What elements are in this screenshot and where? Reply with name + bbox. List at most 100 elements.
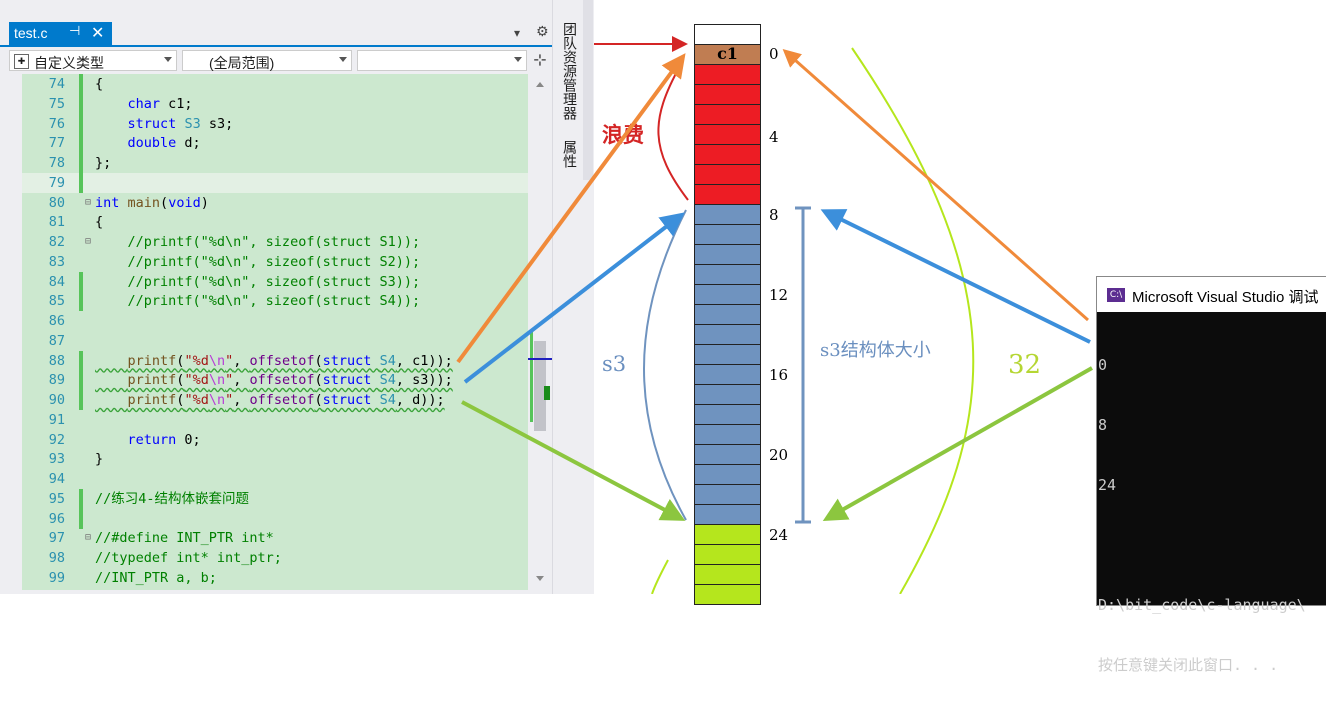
memory-cell-d [694,544,761,565]
change-marker [79,74,83,94]
offset-label: 12 [769,286,789,304]
offset-label: 24 [769,526,789,544]
line-number: 90 [48,392,65,408]
code-line[interactable]: 86 [22,311,528,331]
code-text: //printf("%d\n", sizeof(struct S1)); [95,234,421,250]
code-line[interactable]: 79 [22,172,528,193]
debug-console-window[interactable]: C:\ Microsoft Visual Studio 调试 0 8 24 D:… [1096,276,1326,674]
fold-icon[interactable]: ⊟ [85,236,92,247]
code-text: printf("%d\n", offsetof(struct S4, c1)); [127,352,453,369]
line-number: 81 [48,214,65,231]
fold-icon[interactable]: ⊟ [85,196,92,208]
caret-marker [528,358,552,360]
change-marker [79,331,83,351]
code-text: int main(void) [95,194,209,211]
code-line[interactable]: 80⊟int main(void) [22,193,528,213]
code-text: struct S3 s3; [127,115,234,132]
memory-cell-padding [694,104,761,125]
code-line[interactable]: 82⊟ //printf("%d\n", sizeof(struct S1)); [22,232,528,252]
memory-cell-empty [694,24,761,45]
code-line[interactable]: 94 [22,469,528,489]
s3-size-label: s3结构体大小 [820,340,931,361]
code-area[interactable]: 74{75 char c1;76 struct S3 s3;77 double … [22,74,528,590]
gear-icon[interactable]: ⚙ [536,24,549,40]
type-dropdown[interactable]: ✚ 自定义类型 [9,50,177,71]
memory-cell-padding [694,164,761,185]
code-editor: test.c ⊣ ✕ ▾ ⚙ ✚ 自定义类型 (全局范围) ⊹ 74{75 ch… [0,0,594,594]
change-marker [79,488,83,509]
memory-cell-padding [694,84,761,105]
code-line[interactable]: 95//练习4-结构体嵌套问题 [22,488,528,509]
code-text: //#define INT_PTR int* [95,530,274,547]
tab-filename: test.c [14,25,48,41]
memory-cell-d [694,564,761,585]
code-line[interactable]: 75 char c1; [22,93,528,114]
total-size-label: 32 [1008,350,1042,380]
tab-bar: test.c ⊣ ✕ ▾ ⚙ [0,0,560,47]
member-dropdown[interactable] [357,50,527,71]
code-text: double d; [127,135,201,152]
code-line[interactable]: 91 [22,410,528,430]
memory-cell-padding [694,144,761,165]
tab-list-dropdown-icon[interactable]: ▾ [514,26,521,40]
code-line[interactable]: 87 [22,331,528,351]
code-line[interactable]: 97⊟//#define INT_PTR int* [22,528,528,548]
scroll-down-icon[interactable] [536,576,544,581]
code-line[interactable]: 76 struct S3 s3; [22,113,528,134]
tab-team-explorer[interactable]: 团队资源管理器 [561,22,577,120]
line-number: 88 [48,352,65,369]
code-line[interactable]: 88 printf("%d\n", offsetof(struct S4, c1… [22,350,528,371]
code-line[interactable]: 77 double d; [22,133,528,154]
close-icon[interactable]: ✕ [91,23,105,42]
code-line[interactable]: 74{ [22,74,528,94]
code-line[interactable]: 78}; [22,153,528,173]
memory-cell-s3 [694,284,761,305]
scroll-up-icon[interactable] [536,82,544,87]
code-line[interactable]: 81{ [22,212,528,232]
line-number: 74 [48,76,65,92]
code-text: //printf("%d\n", sizeof(struct S2)); [95,253,421,270]
code-line[interactable]: 92 return 0; [22,430,528,450]
code-line[interactable]: 83 //printf("%d\n", sizeof(struct S2)); [22,252,528,272]
line-number: 87 [48,332,65,349]
code-line[interactable]: 98//typedef int* int_ptr; [22,548,528,568]
change-marker [79,93,83,114]
code-text: //练习4-结构体嵌套问题 [95,490,250,507]
memory-cell-padding [694,184,761,205]
line-number: 99 [48,569,65,586]
change-marker [544,386,550,400]
code-line[interactable]: 84 //printf("%d\n", sizeof(struct S3)); [22,271,528,292]
vertical-scrollbar[interactable] [528,74,552,590]
offset-label: 8 [769,206,779,224]
line-number: 76 [48,115,65,132]
scope-dropdown[interactable]: (全局范围) [182,50,352,71]
change-marker [79,430,83,450]
memory-cell-s3 [694,204,761,225]
memory-cell-s3 [694,404,761,425]
code-line[interactable]: 93} [22,449,528,469]
memory-cell-s3 [694,264,761,285]
code-line[interactable]: 89 printf("%d\n", offsetof(struct S4, s3… [22,370,528,391]
scope-dropdown-value: (全局范围) [209,55,275,71]
change-marker [79,370,83,391]
change-marker [79,212,83,232]
fold-icon[interactable]: ⊟ [85,532,92,544]
code-text: printf("%d\n", offsetof(struct S4, s3)); [127,372,453,389]
line-number: 85 [48,293,65,310]
code-line[interactable]: 96 [22,508,528,529]
console-title: Microsoft Visual Studio 调试 [1132,289,1319,306]
console-titlebar[interactable]: C:\ Microsoft Visual Studio 调试 [1097,277,1326,312]
code-line[interactable]: 99//INT_PTR a, b; [22,568,528,588]
code-line[interactable]: 85 //printf("%d\n", sizeof(struct S4)); [22,291,528,312]
tab-test-c[interactable]: test.c ⊣ ✕ [9,22,112,45]
change-marker [79,271,83,292]
code-text: } [95,451,104,468]
memory-cell-s3 [694,464,761,485]
console-line [1098,535,1306,555]
code-line[interactable]: 90 printf("%d\n", offsetof(struct S4, d)… [22,390,528,410]
split-editor-button[interactable]: ⊹ [533,50,547,69]
tab-properties[interactable]: 属性 [561,140,577,168]
console-output: 0 8 24 D:\bit_code\c-language\ 按任意键关闭此窗口… [1098,315,1306,715]
line-number: 94 [48,471,65,487]
pin-icon[interactable]: ⊣ [69,24,81,39]
